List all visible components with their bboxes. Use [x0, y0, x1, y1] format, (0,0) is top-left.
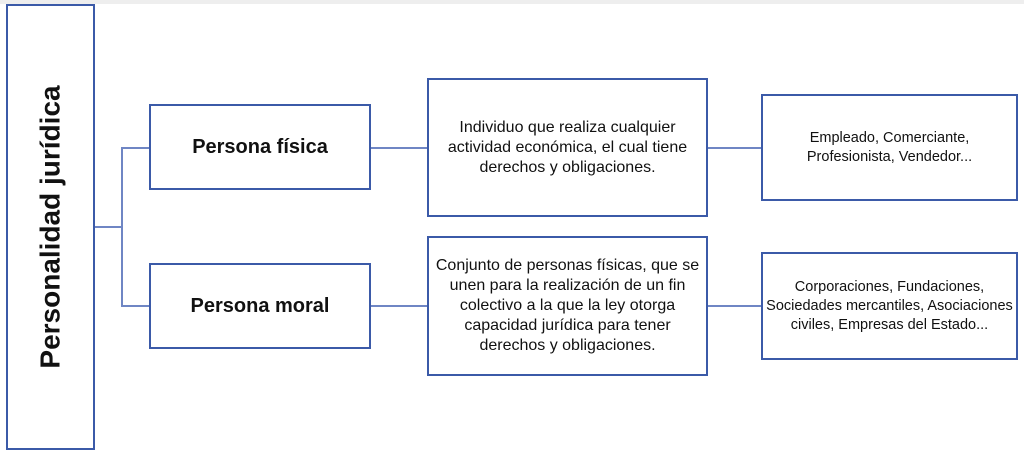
examples-node-moral: Corporaciones, Fundaciones, Sociedades m…	[761, 252, 1018, 360]
connector-fisica-examples	[708, 147, 761, 149]
description-node-fisica: Individuo que realiza cualquier activida…	[427, 78, 708, 217]
connector-trunk	[121, 147, 123, 307]
description-text-moral: Conjunto de personas físicas, que se une…	[435, 257, 700, 354]
description-text-fisica: Individuo que realiza cualquier activida…	[447, 118, 688, 176]
category-node-moral: Persona moral	[149, 263, 371, 349]
examples-text-fisica: Empleado, Comerciante, Profesionista, Ve…	[806, 129, 973, 165]
category-label-moral: Persona moral	[190, 294, 330, 317]
connector-to-moral	[121, 305, 149, 307]
root-node: Personalidad jurídica	[6, 4, 95, 450]
connector-root-stub	[95, 226, 122, 228]
connector-fisica-desc	[371, 147, 427, 149]
connector-moral-desc	[371, 305, 427, 307]
description-node-moral: Conjunto de personas físicas, que se une…	[427, 236, 708, 376]
category-node-fisica: Persona física	[149, 104, 371, 190]
examples-node-fisica: Empleado, Comerciante, Profesionista, Ve…	[761, 94, 1018, 201]
root-label: Personalidad jurídica	[34, 85, 66, 369]
examples-text-moral: Corporaciones, Fundaciones, Sociedades m…	[766, 278, 1013, 333]
connector-to-fisica	[121, 147, 149, 149]
connector-moral-examples	[708, 305, 761, 307]
top-bar	[0, 0, 1024, 4]
category-label-fisica: Persona física	[192, 135, 328, 158]
